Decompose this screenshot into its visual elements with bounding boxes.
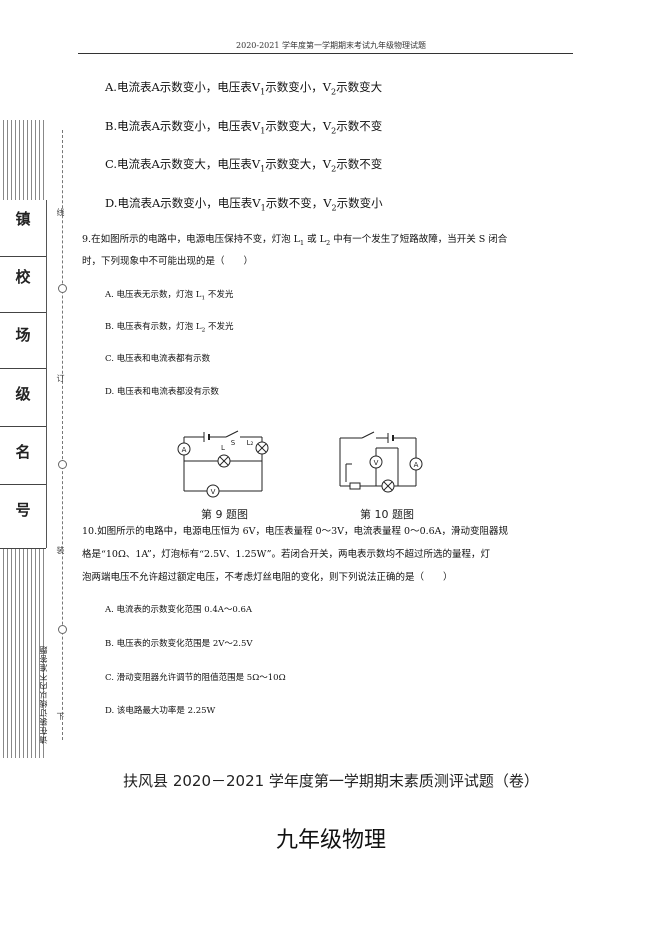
binding-hole-3	[58, 625, 67, 634]
figure-9-circuit: A V S L L₂	[177, 430, 269, 498]
binding-mark-bind: 订	[56, 374, 65, 382]
fig9-voltmeter-label: V	[211, 488, 216, 496]
fig9-l1-label: L	[221, 444, 225, 452]
binding-mark-install: 装	[56, 546, 65, 554]
q8-option-a: A.电流表A示数变小，电压表V1示数变小，V2示数变大	[105, 80, 383, 97]
page-header: 2020-2021 学年度第一学期期末考试九年级物理试题	[236, 41, 426, 50]
figure-9-caption: 第 9 题图	[201, 508, 248, 521]
field-box-school	[0, 256, 46, 313]
q8-option-b: B.电流表A示数变小，电压表V1示数变大，V2示数不变	[105, 119, 383, 136]
field-label-number: 号	[15, 501, 31, 519]
q9-option-a: A. 电压表无示数，灯泡 L1 不发光	[105, 290, 234, 302]
binding-mark-line: 线	[56, 208, 65, 216]
exam-subject: 九年级物理	[275, 828, 386, 853]
q10-stem-line1: 10.如图所示的电路中，电源电压恒为 6V，电压表量程 0～3V，电流表量程 0…	[82, 526, 509, 537]
binding-hatch-top	[0, 120, 46, 200]
binding-hatch-bottom	[0, 548, 46, 758]
figure-10-caption: 第 10 题图	[360, 508, 414, 521]
q10-stem-line2: 格是“10Ω、1A”，灯泡标有“2.5V、1.25W”。若闭合开关，两电表示数均…	[82, 549, 490, 560]
field-label-grade: 级	[15, 385, 31, 403]
fig10-ammeter-label: A	[414, 461, 419, 469]
fig10-voltmeter-label: V	[374, 459, 379, 467]
q10-option-a: A. 电流表的示数变化范围 0.4A～0.6A	[105, 605, 253, 615]
binding-mark-down: 下	[56, 712, 65, 720]
exam-title: 扶风县 2020－2021 学年度第一学期期末素质测评试题（卷）	[123, 772, 539, 790]
field-box-number	[0, 484, 46, 549]
field-box-grade	[0, 368, 46, 427]
q9-stem-line2: 时，下列现象中不可能出现的是（ ）	[82, 256, 254, 267]
header-rule	[78, 53, 573, 54]
q10-stem-line3: 泡两端电压不允许超过额定电压，不考虑灯丝电阻的变化，则下列说法正确的是（ ）	[82, 572, 453, 583]
field-label-town: 镇	[15, 210, 31, 228]
field-box-exam-room	[0, 312, 46, 369]
q9-option-b: B. 电压表有示数，灯泡 L2 不发光	[105, 322, 234, 334]
field-label-school: 校	[15, 268, 31, 286]
field-label-name: 名	[15, 443, 31, 461]
q9-stem-line1: 9.在如图所示的电路中，电源电压保持不变，灯泡 L1 或 L2 中有一个发生了短…	[82, 234, 508, 247]
field-label-exam-room: 场	[15, 326, 31, 344]
fig9-l2-label: L₂	[247, 439, 254, 447]
q8-option-c: C.电流表A示数变大，电压表V1示数变大，V2示数不变	[105, 157, 383, 174]
binding-fields-panel	[0, 200, 47, 548]
q10-option-c: C. 滑动变阻器允许调节的阻值范围是 5Ω～10Ω	[105, 673, 286, 683]
binding-note: 请在装订线以内不准答题	[39, 645, 48, 744]
q10-option-b: B. 电压表的示数变化范围是 2V～2.5V	[105, 639, 253, 649]
binding-hole-1	[58, 284, 67, 293]
fig9-switch-label: S	[231, 439, 236, 447]
binding-hole-2	[58, 460, 67, 469]
field-box-town	[0, 200, 46, 257]
field-box-name	[0, 426, 46, 485]
q9-option-c: C. 电压表和电流表都有示数	[105, 354, 211, 364]
figure-10-circuit: V A	[339, 431, 423, 493]
q10-option-d: D. 该电路最大功率是 2.25W	[105, 706, 216, 716]
binding-dashed-line	[62, 130, 63, 740]
q8-option-d: D.电流表A示数变小，电压表V1示数不变，V2示数变小	[105, 196, 383, 213]
fig9-ammeter-label: A	[182, 446, 187, 454]
q9-option-d: D. 电压表和电流表都没有示数	[105, 387, 219, 397]
